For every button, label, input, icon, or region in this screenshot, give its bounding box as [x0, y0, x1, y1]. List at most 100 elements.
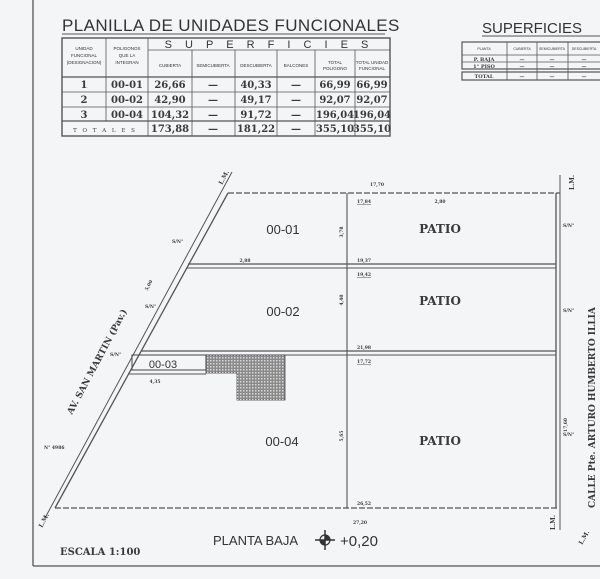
- table-cell-semicubierta: —: [208, 110, 218, 121]
- hdr-total-poligono-2: POLIGONO: [323, 66, 348, 71]
- sup-row-total: TOTAL: [475, 74, 494, 80]
- table-cell-descubierta: 49,17: [240, 95, 271, 106]
- sn-label: S/N°: [563, 223, 574, 229]
- sup-hdr-semicubierta: SEMICUBIERTA: [539, 47, 566, 51]
- table-cell-semicubierta: —: [208, 95, 218, 106]
- totals-total-poligono: 355,10: [316, 124, 354, 135]
- dim-value: 17,84: [357, 199, 371, 205]
- hdr-descubierta: DESCUBIERTA: [240, 63, 272, 68]
- sup-cell: —: [550, 64, 555, 70]
- sup-cell: —: [520, 64, 525, 70]
- plan-drawing: 00-01 00-02 00-03 00-04 PATIO PATIO PATI…: [38, 169, 598, 558]
- dim-value: 3,78: [339, 227, 345, 238]
- table-cell-poligono: 00-04: [111, 110, 143, 121]
- patio-label-1: PATIO: [419, 222, 461, 236]
- totals-row: T O T A L E S 173,88 — 181,22 — 355,10 3…: [73, 124, 391, 135]
- sn-label: S/N°: [172, 239, 183, 245]
- totals-semicubierta: —: [208, 124, 218, 135]
- dim-value: 17,72: [357, 359, 371, 365]
- street-calle-illia: CALLE Pte. ARTURO HUMBERTO ILLIA: [588, 306, 598, 508]
- level-value: +0,20: [340, 533, 378, 550]
- sn-label: S/N°: [563, 308, 574, 314]
- totals-total-unidad: 355,10: [353, 124, 391, 135]
- planilla-grid: [62, 38, 390, 136]
- patio-label-3: PATIO: [419, 434, 461, 448]
- table-cell-cubierta: 104,32: [151, 110, 189, 121]
- sup-hdr-planta: PLANTA: [477, 47, 491, 51]
- totals-label: T O T A L E S: [73, 128, 137, 134]
- lm-label: L.M.: [550, 515, 557, 530]
- dim-value: 26,52: [357, 501, 371, 507]
- street-av-san-martin: AV. SAN MARTIN (Pav.): [64, 307, 129, 417]
- table-cell-semicubierta: —: [208, 80, 218, 91]
- dim-value: 2,80: [435, 199, 446, 205]
- sup-cell: —: [520, 57, 525, 63]
- superficies-table: SUPERFICIES PLANTA CUBIERTA SEMICUBIERTA…: [461, 20, 600, 81]
- lm-label: L.M.: [569, 175, 576, 190]
- scale-label: ESCALA 1:100: [60, 547, 140, 558]
- dim-value: 4,35: [150, 379, 161, 385]
- table-cell-total-unidad: 66,99: [356, 80, 387, 91]
- patio-label-2: PATIO: [419, 294, 461, 308]
- hdr-poligonos-3: INTEGRAN: [115, 60, 138, 65]
- unit-00-03-label: 00-03: [149, 359, 177, 371]
- planilla-table-border: [61, 37, 391, 137]
- sn-label: S/N°: [110, 352, 121, 358]
- hdr-poligonos-1: POLIGONOS: [113, 46, 140, 51]
- sup-cell: —: [550, 74, 555, 80]
- dim-value: 5,00: [144, 279, 154, 292]
- table-cell-balcones: —: [291, 110, 301, 121]
- totals-balcones: —: [291, 124, 301, 135]
- sup-hdr-descubierta: DESCUBIERTA: [572, 47, 597, 51]
- hdr-unidad-1: UNIDAD: [75, 46, 93, 51]
- table-cell-balcones: —: [291, 80, 301, 91]
- hdr-total-unidad-2: FUNCIONAL: [359, 66, 385, 71]
- planilla-title: PLANILLA DE UNIDADES FUNCIONALES: [62, 16, 400, 35]
- table-cell-balcones: —: [291, 95, 301, 106]
- sup-cell: —: [520, 74, 525, 80]
- hdr-balcones: BALCONES: [284, 63, 309, 68]
- table-cell-total-poligono: 196,04: [316, 110, 354, 121]
- hdr-semicubierta: SEMICUBIERTA: [196, 63, 229, 68]
- totals-cubierta: 173,88: [151, 124, 189, 135]
- sup-hdr-cubierta: CUBIERTA: [513, 47, 531, 51]
- sn-label: S/N°: [563, 432, 574, 438]
- table-cell-cubierta: 42,90: [154, 95, 185, 106]
- sup-cell: —: [550, 57, 555, 63]
- dim-top: 17,70: [370, 182, 384, 188]
- dim-bottom: 27,20: [353, 520, 367, 526]
- table-cell-cubierta: 26,66: [154, 80, 185, 91]
- linea-municipal-left: [44, 171, 233, 519]
- unit-00-04-label: 00-04: [265, 434, 298, 449]
- table-cell-uf: 1: [81, 80, 88, 91]
- table-cell-total-unidad: 92,07: [356, 95, 387, 106]
- sup-row-pbaja: P. BAJA: [474, 57, 495, 63]
- hatched-area-pattern: [206, 355, 285, 400]
- dim-right: 17,60: [563, 418, 569, 432]
- sn-label: S/N°: [145, 304, 156, 310]
- table-cell-total-unidad: 196,04: [353, 110, 391, 121]
- dim-value: 5,65: [339, 431, 345, 442]
- table-cell-uf: 3: [81, 110, 88, 121]
- table-cell-total-poligono: 66,99: [319, 80, 350, 91]
- planta-baja-label: PLANTA BAJA: [213, 533, 298, 548]
- hdr-superficies: S U P E R F I C I E S: [165, 39, 374, 51]
- hdr-cubierta: CUBIERTA: [159, 63, 181, 68]
- hdr-unidad-2: FUNCIONAL: [71, 53, 97, 58]
- sup-row-1piso: 1° PISO: [473, 64, 495, 70]
- table-cell-uf: 2: [81, 95, 88, 106]
- planilla-unidades-funcionales: PLANILLA DE UNIDADES FUNCIONALES UNIDAD …: [61, 16, 400, 137]
- table-cell-total-poligono: 92,07: [319, 95, 350, 106]
- dim-value: 4,40: [339, 295, 345, 306]
- hdr-total-unidad-1: TOTAL UNIDAD: [356, 60, 389, 65]
- dim-value: 2,88: [240, 258, 251, 264]
- dim-value: 19,37: [357, 258, 371, 264]
- sup-cell: —: [582, 74, 587, 80]
- level-marker-icon: [315, 530, 335, 550]
- dim-value: 21,98: [357, 345, 371, 351]
- superficies-title: SUPERFICIES: [482, 20, 582, 37]
- table-cell-poligono: 00-01: [111, 80, 143, 91]
- hdr-poligonos-2: QUE LA: [119, 53, 136, 58]
- unit-00-02-label: 00-02: [266, 304, 299, 319]
